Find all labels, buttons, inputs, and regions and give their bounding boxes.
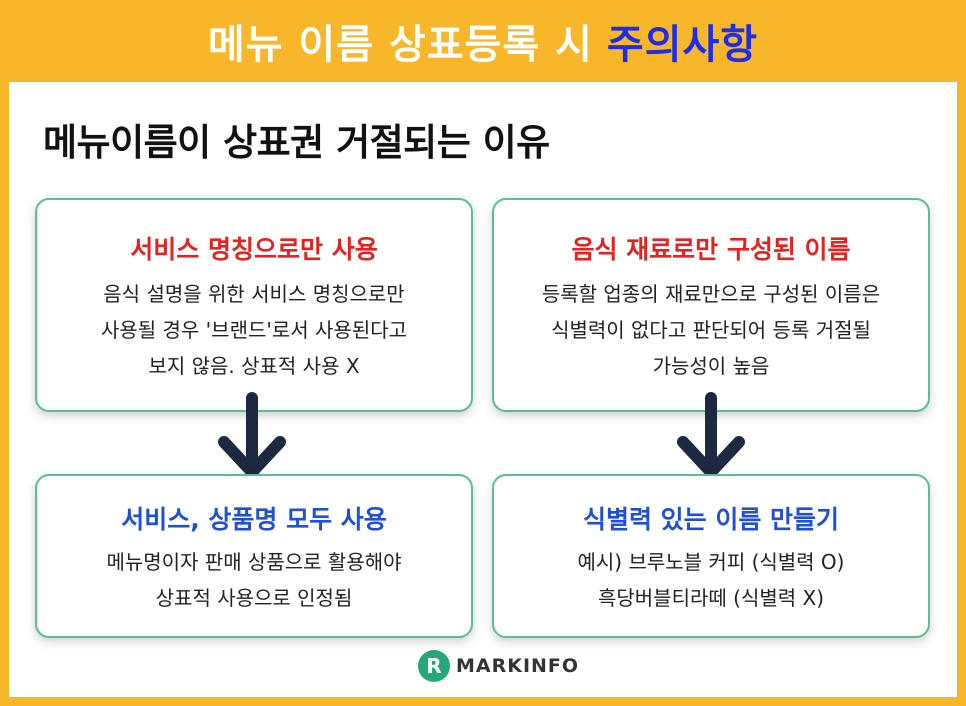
card-line: 메뉴명이자 판매 상품으로 활용해야 bbox=[106, 550, 402, 574]
card-body: 메뉴명이자 판매 상품으로 활용해야 상표적 사용으로 인정됨 bbox=[37, 544, 471, 616]
banner: 메뉴 이름 상표등록 시 주의사항 bbox=[0, 0, 966, 82]
card-use-both-names: 서비스, 상품명 모두 사용 메뉴명이자 판매 상품으로 활용해야 상표적 사용… bbox=[35, 474, 473, 638]
markinfo-logo: R MARKINFO bbox=[418, 650, 579, 682]
card-line: 식별력이 없다고 판단되어 등록 거절될 bbox=[551, 318, 871, 342]
card-body: 음식 설명을 위한 서비스 명칭으로만 사용될 경우 '브랜드'로서 사용된다고… bbox=[37, 276, 471, 384]
card-line: 보지 않음. 상표적 사용 X bbox=[148, 354, 360, 378]
card-line: 음식 설명을 위한 서비스 명칭으로만 bbox=[103, 282, 405, 306]
card-body: 예시) 브루노블 커피 (식별력 O) 흑당버블티라떼 (식별력 X) bbox=[494, 544, 928, 616]
logo-mark-letter: R bbox=[426, 654, 442, 678]
card-service-name-only: 서비스 명칭으로만 사용 음식 설명을 위한 서비스 명칭으로만 사용될 경우 … bbox=[35, 198, 473, 412]
card-line: 예시) 브루노블 커피 (식별력 O) bbox=[577, 550, 845, 574]
logo-wordmark: MARKINFO bbox=[456, 655, 580, 677]
card-body: 등록할 업종의 재료만으로 구성된 이름은 식별력이 없다고 판단되어 등록 거… bbox=[494, 276, 928, 384]
card-line: 등록할 업종의 재료만으로 구성된 이름은 bbox=[541, 282, 881, 306]
card-title: 서비스 명칭으로만 사용 bbox=[130, 235, 378, 264]
card-title: 음식 재료로만 구성된 이름 bbox=[571, 235, 851, 264]
card-line: 사용될 경우 '브랜드'로서 사용된다고 bbox=[100, 318, 408, 342]
card-title: 식별력 있는 이름 만들기 bbox=[582, 505, 840, 534]
card-ingredients-only: 음식 재료로만 구성된 이름 등록할 업종의 재료만으로 구성된 이름은 식별력… bbox=[492, 198, 930, 412]
card-distinctive-name: 식별력 있는 이름 만들기 예시) 브루노블 커피 (식별력 O) 흑당버블티라… bbox=[492, 474, 930, 638]
arrow-down-icon bbox=[218, 392, 286, 478]
card-line: 상표적 사용으로 인정됨 bbox=[155, 586, 353, 610]
magnifier-r-logo-icon: R bbox=[418, 650, 450, 682]
card-title: 서비스, 상품명 모두 사용 bbox=[121, 505, 387, 534]
card-line: 흑당버블티라떼 (식별력 X) bbox=[597, 586, 825, 610]
arrow-down-icon bbox=[677, 392, 745, 478]
banner-title: 메뉴 이름 상표등록 시 bbox=[207, 22, 593, 68]
banner-title-accent: 주의사항 bbox=[606, 22, 759, 68]
section-heading: 메뉴이름이 상표권 거절되는 이유 bbox=[43, 121, 550, 164]
card-line: 가능성이 높음 bbox=[652, 354, 770, 378]
